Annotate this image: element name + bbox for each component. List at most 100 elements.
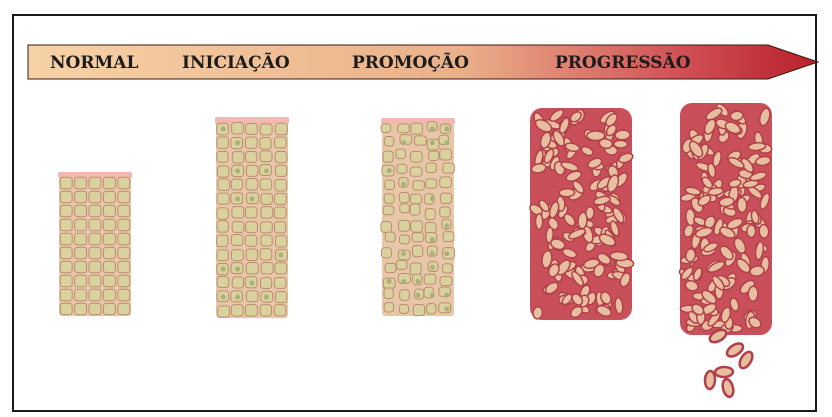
epithelial-cell <box>217 193 229 204</box>
epithelial-cell <box>89 247 101 259</box>
epithelial-cell <box>261 278 272 289</box>
epithelial-cell <box>275 236 286 247</box>
epithelial-cell <box>118 275 130 287</box>
epithelial-cell <box>89 219 101 231</box>
epithelial-cell <box>424 274 436 284</box>
epithelial-cell <box>231 305 243 316</box>
epithelial-cell <box>60 247 72 259</box>
epithelial-cell <box>75 177 87 189</box>
epithelial-cell <box>75 303 87 315</box>
epithelial-cell <box>260 222 272 233</box>
epithelial-cell <box>218 166 229 177</box>
epithelial-cell <box>89 191 101 203</box>
cell-nucleus <box>235 267 240 272</box>
epithelial-cell <box>440 149 452 160</box>
epithelial-cell <box>385 232 395 242</box>
epithelial-cell <box>246 249 257 261</box>
cell-nucleus <box>235 197 240 202</box>
epithelial-cell <box>217 221 228 232</box>
epithelial-cell <box>426 163 436 173</box>
epithelial-cell <box>217 208 228 219</box>
epithelial-cell <box>218 306 230 317</box>
epithelial-cell <box>440 207 450 217</box>
cell-nucleus <box>444 140 449 145</box>
epithelial-cell <box>260 249 272 260</box>
epithelial-cell <box>428 151 439 160</box>
epithelial-cell <box>245 207 257 218</box>
cell-nucleus <box>264 169 269 174</box>
epithelial-cell <box>89 233 101 245</box>
epithelial-cell <box>60 303 72 315</box>
epithelial-cell <box>396 260 407 269</box>
tissue-normal <box>58 172 132 316</box>
epithelial-cell <box>440 177 452 188</box>
cell-nucleus <box>401 279 406 284</box>
epithelial-cell <box>75 233 87 245</box>
cell-nucleus <box>430 126 435 131</box>
cell-nucleus <box>401 251 406 256</box>
epithelial-cell <box>440 277 452 286</box>
epithelial-cell <box>103 275 115 287</box>
cell-nucleus <box>430 293 435 298</box>
epithelial-cell <box>103 219 115 231</box>
epithelial-cell <box>103 177 115 189</box>
epithelial-cell <box>103 205 115 217</box>
cell-nucleus <box>430 265 435 270</box>
epithelial-cell <box>231 250 243 261</box>
cell-nucleus <box>221 267 226 272</box>
epithelial-cell <box>399 193 409 203</box>
epithelial-cell <box>383 151 393 162</box>
cell-nucleus <box>401 140 406 145</box>
cell-nucleus <box>401 182 406 187</box>
cell-nucleus <box>430 196 435 201</box>
epithelial-cell <box>118 289 130 301</box>
tumor-cell <box>559 188 575 196</box>
epithelial-cell <box>232 123 244 134</box>
stage-label-promocao: PROMOÇÃO <box>352 51 469 73</box>
epithelial-cell <box>261 207 273 219</box>
tumor-cell <box>532 306 543 319</box>
epithelial-cell <box>60 205 72 217</box>
cell-nucleus <box>235 169 240 174</box>
epithelial-cell <box>274 305 285 316</box>
epithelial-cell <box>75 247 87 259</box>
cell-nucleus <box>416 279 421 284</box>
epithelial-cell <box>275 193 287 204</box>
epithelial-cell <box>103 261 115 273</box>
epithelial-cell <box>232 152 244 164</box>
epithelial-cell <box>245 305 257 316</box>
epithelial-cell <box>231 234 243 245</box>
epithelial-cell <box>413 305 424 316</box>
epithelial-cell <box>245 137 257 148</box>
epithelial-cell <box>275 263 287 274</box>
epithelial-cell <box>260 179 272 190</box>
stage-label-iniciacao: INICIAÇÃO <box>182 51 290 73</box>
epithelial-cell <box>246 165 258 176</box>
epithelial-cell <box>217 235 228 247</box>
epithelial-cell <box>217 137 229 148</box>
cell-nucleus <box>235 141 240 146</box>
epithelial-cell <box>60 191 72 203</box>
cell-nucleus <box>250 281 255 286</box>
epithelial-cell <box>89 303 101 315</box>
cell-nucleus <box>387 168 392 173</box>
epithelial-cell <box>103 247 115 259</box>
tissue-iniciacao <box>215 117 289 318</box>
cell-nucleus <box>264 295 269 300</box>
epithelial-cell <box>261 194 273 205</box>
epithelial-cell <box>274 137 286 148</box>
epithelial-cell <box>75 261 87 273</box>
cell-nucleus <box>444 307 449 312</box>
cell-nucleus <box>235 295 240 300</box>
cell-nucleus <box>444 223 449 228</box>
tumor-cell <box>615 130 630 141</box>
metastatic-cell <box>704 371 715 390</box>
epithelial-cell <box>89 261 101 273</box>
epithelial-cell <box>398 220 409 231</box>
epithelial-cell <box>274 277 286 288</box>
stage-label-progressao: PROGRESSÃO <box>555 51 691 73</box>
cell-nucleus <box>221 295 226 300</box>
cell-nucleus <box>444 293 449 298</box>
cell-nucleus <box>387 279 392 284</box>
tumor-cell <box>748 286 758 301</box>
